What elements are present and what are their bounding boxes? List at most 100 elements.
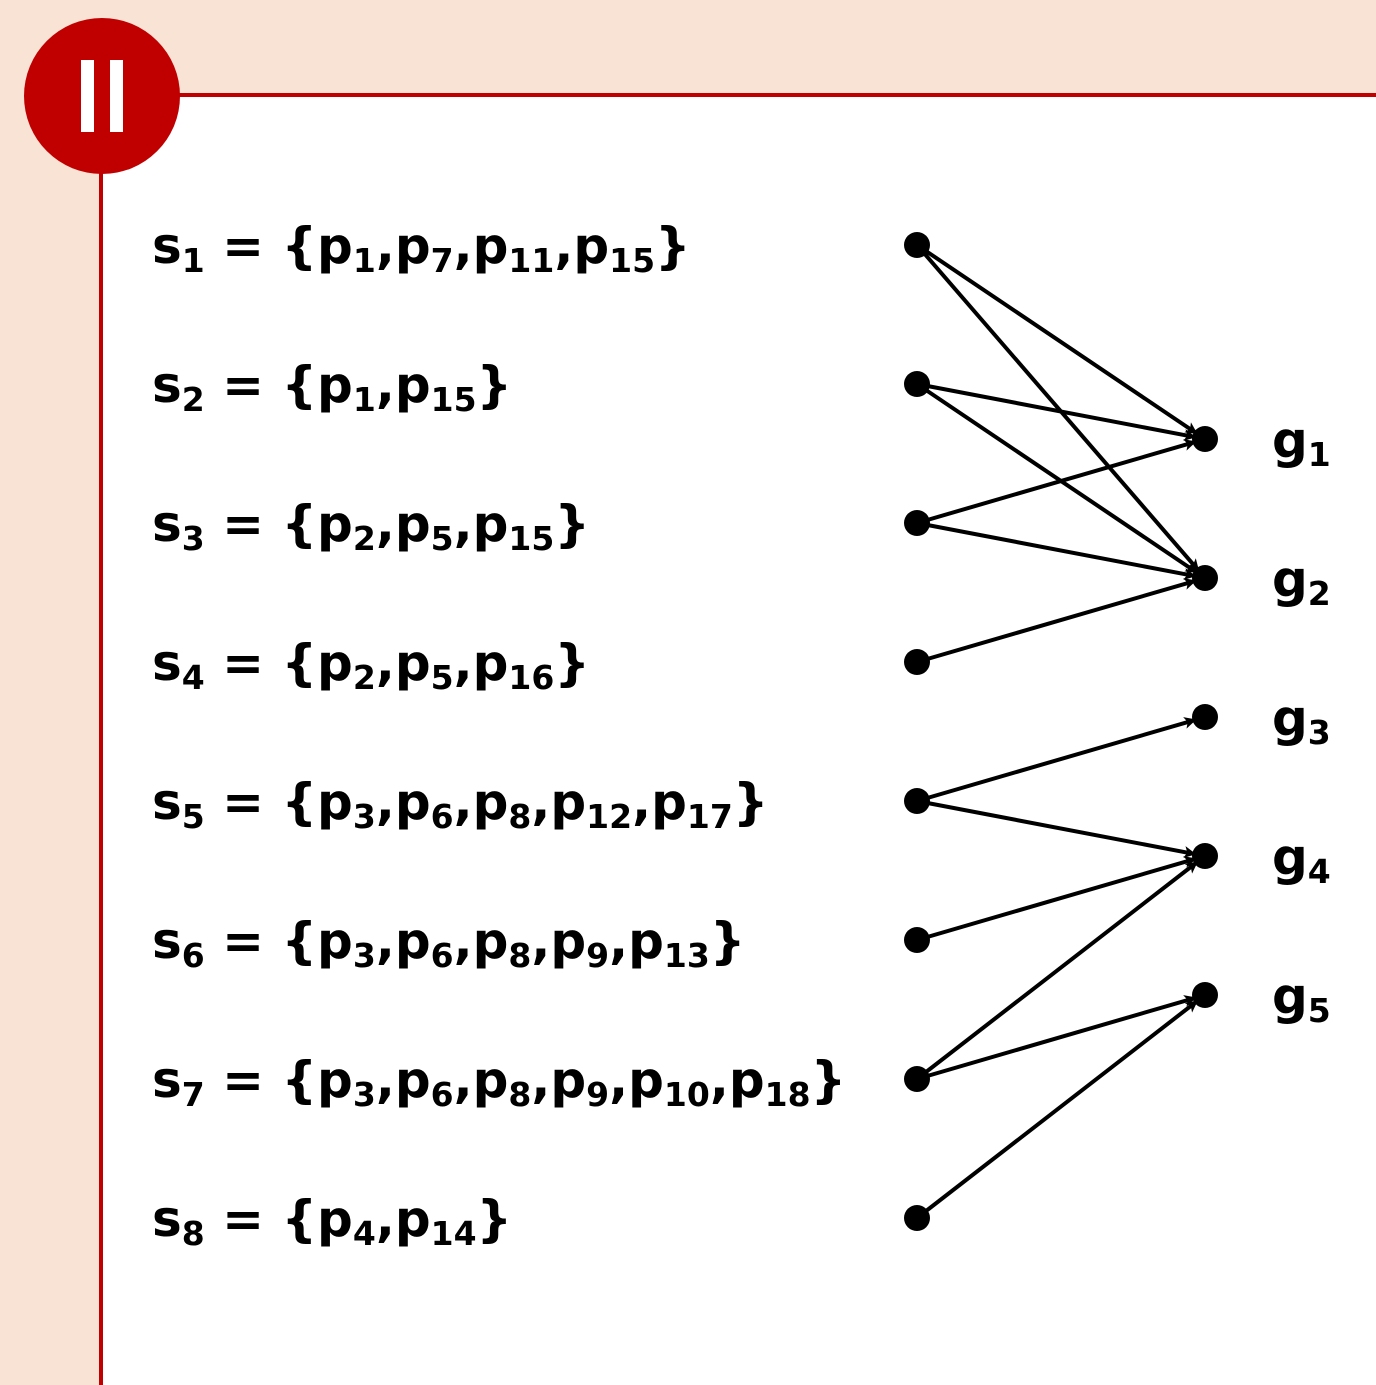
element-index: 10	[663, 1075, 710, 1115]
element-symbol: p	[394, 1051, 431, 1109]
element-separator: ,	[453, 912, 473, 970]
set-symbol: s	[152, 356, 182, 414]
element-index: 4	[352, 1214, 376, 1254]
edge-arrow	[915, 243, 1199, 436]
set-index: 5	[181, 797, 205, 837]
group-symbol: g	[1272, 967, 1308, 1025]
element-separator: ,	[375, 1051, 395, 1109]
element-index: 12	[586, 797, 633, 837]
element-symbol: p	[550, 1051, 587, 1109]
group-symbol: g	[1272, 828, 1308, 886]
set-node	[904, 788, 930, 814]
element-separator: ,	[375, 217, 395, 275]
set-symbol: s	[152, 1051, 182, 1109]
group-index: 1	[1307, 435, 1331, 475]
set-label: s8 = {p4,p14}	[152, 1194, 512, 1250]
group-label: g5	[1272, 971, 1331, 1027]
element-symbol: p	[317, 1190, 353, 1248]
element-separator: ,	[375, 912, 395, 970]
set-close-brace: }	[476, 1190, 513, 1248]
set-symbol: s	[152, 773, 182, 831]
element-symbol: p	[317, 912, 353, 970]
element-index: 3	[352, 797, 376, 837]
edge-arrow	[915, 998, 1200, 1220]
element-symbol: p	[472, 912, 509, 970]
edge-arrow	[916, 521, 1197, 580]
element-separator: ,	[375, 356, 395, 414]
group-node	[1192, 704, 1218, 730]
element-symbol: p	[317, 773, 353, 831]
element-symbol: p	[472, 634, 509, 692]
edge-arrow	[915, 382, 1199, 575]
element-index: 3	[352, 936, 376, 976]
element-index: 8	[508, 797, 532, 837]
element-symbol: p	[317, 217, 353, 275]
edge-arrow	[915, 859, 1200, 1081]
element-index: 9	[586, 1075, 610, 1115]
element-separator: ,	[531, 1051, 551, 1109]
element-symbol: p	[394, 773, 431, 831]
set-open-brace: = {	[204, 773, 318, 831]
element-index: 6	[430, 797, 454, 837]
element-separator: ,	[531, 912, 551, 970]
element-separator: ,	[375, 773, 395, 831]
set-node	[904, 927, 930, 953]
element-index: 13	[663, 936, 710, 976]
section-badge	[24, 18, 180, 174]
edge-arrow	[916, 578, 1197, 664]
set-node	[904, 510, 930, 536]
set-close-brace: }	[709, 912, 746, 970]
element-index: 5	[430, 519, 454, 559]
element-separator: ,	[709, 1051, 729, 1109]
set-open-brace: = {	[204, 912, 318, 970]
group-label: g3	[1272, 693, 1331, 749]
set-symbol: s	[152, 495, 182, 553]
group-symbol: g	[1272, 550, 1308, 608]
set-index: 1	[181, 241, 205, 281]
set-node	[904, 371, 930, 397]
group-index: 3	[1307, 713, 1331, 753]
element-symbol: p	[472, 773, 509, 831]
set-symbol: s	[152, 1190, 182, 1248]
element-symbol: p	[394, 1190, 431, 1248]
element-index: 15	[430, 380, 477, 420]
edge-arrow	[915, 243, 1201, 573]
group-symbol: g	[1272, 689, 1308, 747]
edge-arrow	[916, 439, 1197, 525]
element-symbol: p	[550, 912, 587, 970]
element-separator: ,	[554, 217, 574, 275]
element-symbol: p	[628, 912, 664, 970]
set-close-brace: }	[732, 773, 769, 831]
element-index: 18	[764, 1075, 811, 1115]
set-index: 2	[181, 380, 205, 420]
element-symbol: p	[472, 217, 509, 275]
element-symbol: p	[394, 495, 431, 553]
element-index: 14	[430, 1214, 477, 1254]
header-rule	[101, 93, 1376, 97]
element-symbol: p	[317, 356, 353, 414]
edge-arrow	[916, 799, 1197, 858]
element-index: 8	[508, 936, 532, 976]
element-symbol: p	[394, 912, 431, 970]
element-separator: ,	[453, 495, 473, 553]
element-symbol: p	[317, 634, 353, 692]
element-index: 15	[508, 519, 555, 559]
element-index: 2	[352, 658, 376, 698]
element-index: 6	[430, 936, 454, 976]
set-label: s7 = {p3,p6,p8,p9,p10,p18}	[152, 1055, 846, 1111]
element-separator: ,	[531, 773, 551, 831]
element-index: 11	[508, 241, 555, 281]
edge-arrow	[916, 382, 1197, 441]
set-index: 4	[181, 658, 205, 698]
set-label: s1 = {p1,p7,p11,p15}	[152, 221, 691, 277]
element-index: 2	[352, 519, 376, 559]
element-symbol: p	[317, 1051, 353, 1109]
element-symbol: p	[573, 217, 610, 275]
header-band	[0, 0, 1376, 96]
set-symbol: s	[152, 634, 182, 692]
set-label: s2 = {p1,p15}	[152, 360, 512, 416]
edge-arrow	[916, 717, 1197, 803]
element-symbol: p	[472, 1051, 509, 1109]
